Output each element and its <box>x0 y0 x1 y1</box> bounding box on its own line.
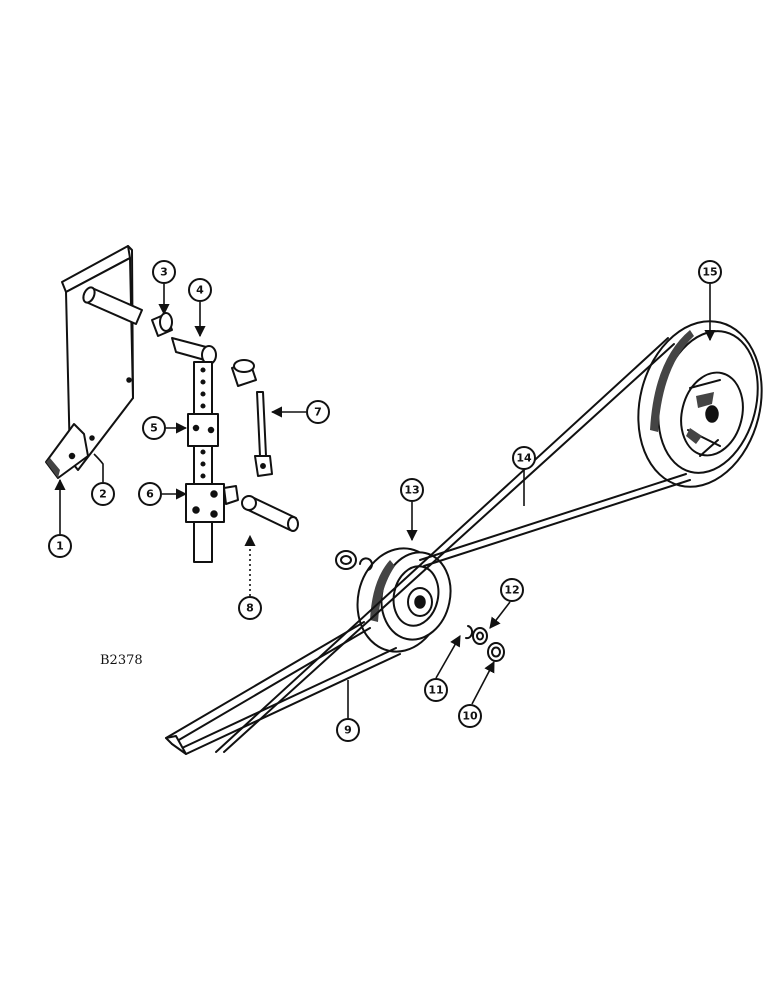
callout-label: 10 <box>462 710 478 723</box>
bushing-3 <box>151 312 173 337</box>
callout-label: 3 <box>160 266 168 279</box>
callout-label: 15 <box>702 266 717 279</box>
retaining-ring-11 <box>465 625 474 640</box>
callout-label: 5 <box>150 422 158 435</box>
callout-15: 15 <box>698 260 722 284</box>
callout-3: 3 <box>152 260 176 284</box>
callout-12: 12 <box>500 578 524 602</box>
callout-label: 12 <box>504 584 519 597</box>
callout-label: 4 <box>196 284 204 297</box>
drawing-id: B2378 <box>100 653 143 668</box>
callout-label: 8 <box>246 602 254 615</box>
callout-5: 5 <box>142 416 166 440</box>
callout-13: 13 <box>400 478 424 502</box>
callout-label: 14 <box>516 452 532 465</box>
spindle-pin <box>241 495 299 532</box>
callout-label: 11 <box>428 684 443 697</box>
callout-7: 7 <box>306 400 330 424</box>
support-arm <box>45 423 89 479</box>
leader-lines <box>54 284 716 718</box>
clamp-block-5 <box>187 413 219 447</box>
callout-1: 1 <box>48 534 72 558</box>
belt-9 <box>165 621 401 755</box>
callout-label: 2 <box>99 488 107 501</box>
callout-2: 2 <box>91 482 115 506</box>
belt-14 <box>215 337 691 753</box>
spacer-12 <box>472 627 488 645</box>
bushing-upper <box>231 359 257 387</box>
callout-label: 7 <box>314 406 322 419</box>
callout-6: 6 <box>138 482 162 506</box>
bearing-10 <box>487 642 505 662</box>
drive-pulley <box>637 320 763 488</box>
clamp-block-6 <box>185 483 239 523</box>
callout-10: 10 <box>458 704 482 728</box>
idler-pulley <box>356 547 452 653</box>
callout-label: 6 <box>146 488 154 501</box>
callout-label: 1 <box>56 540 64 553</box>
callout-4: 4 <box>188 278 212 302</box>
adjustment-arm <box>171 337 217 563</box>
callout-9: 9 <box>336 718 360 742</box>
callout-14: 14 <box>512 446 536 470</box>
spacer-washer <box>335 550 373 571</box>
callout-label: 13 <box>404 484 419 497</box>
callout-8: 8 <box>238 596 262 620</box>
callout-11: 11 <box>424 678 448 702</box>
pivot-shaft <box>82 286 143 325</box>
adjusting-rod <box>254 391 273 477</box>
callout-label: 9 <box>344 724 352 737</box>
